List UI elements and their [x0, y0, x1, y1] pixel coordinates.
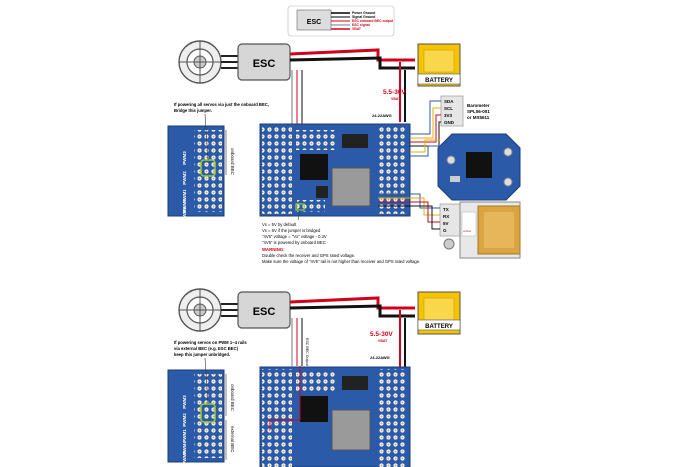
gps-compass-board — [437, 133, 521, 201]
voltage-label-bottom: 5.5-30V — [370, 331, 393, 338]
bottom-section: ESC BATTERY 5.5-30V VBAT 24-22AWG ESC BE… — [167, 288, 461, 467]
servo-header-side-label-onboard: onboard BEC — [230, 384, 235, 412]
gps-pin-g: G — [443, 228, 447, 233]
esc-box-top — [237, 43, 291, 81]
servo-note-bottom-2: via external BEC (e.g. ESC BEC) — [174, 346, 239, 351]
baro-pin-gnd: GND — [444, 120, 455, 125]
legend-esc-box — [296, 9, 332, 31]
voltage-label-top: 5.5-30V — [383, 89, 406, 96]
barometer-label-1: Barometer — [467, 103, 490, 108]
servo-note-top-2: Bridge this jumper. — [174, 108, 212, 113]
servo-header-row-3: PWM1 — [182, 189, 187, 203]
baro-pin-3v3: 3V3 — [444, 113, 453, 118]
servo-header-row-1: PWM3 — [182, 151, 187, 165]
flight-controller-bottom — [259, 366, 411, 467]
note-line-2: Vx = 6V if the jumper is bridged — [262, 228, 321, 233]
barometer-label-2: SPL06-001 — [467, 109, 490, 114]
legend-line-bec-output: ESC onboard BEC output — [352, 19, 394, 23]
servo-header-bottom-row-4: PWM4 — [182, 441, 187, 455]
servo-note-bottom-3: keep this jumper unbridged. — [174, 352, 230, 357]
servo-header-bottom-row-5: PWM5 — [182, 451, 187, 465]
note-line-4: "4V5" is powered by onboard BEC — [262, 240, 326, 245]
legend-esc-label: ESC — [307, 19, 321, 26]
servo-header-row-2: PWM2 — [182, 171, 187, 185]
top-section: ESC BATTERY 5.5-30V VBAT 24-22AWG — [167, 40, 521, 264]
motor-icon — [178, 288, 222, 332]
servo-header-bottom-row-3: PWM1 — [182, 429, 187, 443]
warning-line-2: Make sure the voltage of "4V5" rail is n… — [262, 259, 420, 264]
battery-label-bottom: BATTERY — [425, 324, 453, 330]
gps-module: TX RX 5V G u-blox — [439, 201, 521, 259]
servo-header-bottom-row-1: PWM3 — [182, 395, 187, 409]
esc-label-bottom: ESC — [253, 306, 276, 318]
servo-header-bottom: PWM3 PWM2 PWM1 PWM4 PWM5 onboard BEC ext… — [167, 369, 235, 465]
servo-note-bottom-1: If powering servos on PWM 1~4 rails — [174, 340, 247, 345]
barometer-label-3: or MS5611 — [467, 115, 490, 120]
legend: ESC Power Ground Signal Ground ESC onboa… — [287, 5, 395, 37]
legend-line-power-ground: Power Ground — [352, 11, 375, 15]
esc-label-top: ESC — [253, 58, 276, 70]
gps-brand: u-blox — [463, 229, 472, 233]
servo-header-top: PWM3 PWM2 PWM1 PWM4 PWM5 onboard BEC — [167, 125, 235, 221]
esc-box-bottom — [237, 291, 291, 329]
baro-pin-sda: SDA — [444, 99, 454, 104]
servo-header-row-5: PWM5 — [182, 207, 187, 221]
servo-header-row-4: PWM4 — [182, 199, 187, 213]
servo-note-top-1: If powering all servos via just the onbo… — [174, 102, 269, 107]
servo-header-side-label-external: external BEC — [230, 426, 235, 453]
legend-line-signal-ground: Signal Ground — [352, 15, 375, 19]
motor-icon — [178, 40, 222, 84]
gps-pin-tx: TX — [443, 207, 449, 212]
servo-header-side-label-top: onboard BEC — [230, 148, 235, 176]
gps-pin-5v: 5V — [443, 221, 449, 226]
flight-controller-top — [259, 123, 411, 217]
servo-header-bottom-row-2: PWM2 — [182, 413, 187, 427]
legend-line-vbat: VBAT — [352, 27, 362, 31]
esc-bec-output-label: ESC BEC Output — [305, 338, 309, 366]
voltage-sub-top: VBAT — [391, 97, 401, 101]
awg-label-top: 24-22AWG — [372, 113, 392, 118]
gps-pin-rx: RX — [443, 214, 449, 219]
warning-line-1: Double check the receiver and GPS rated … — [262, 253, 355, 258]
battery-label-top: BATTERY — [425, 78, 453, 84]
warning-title: WARNING: — [262, 247, 285, 252]
barometer-connector: SDA SCL 3V3 GND Barometer SPL06-001 or M… — [440, 95, 490, 127]
voltage-sub-bottom: VBAT — [378, 339, 388, 343]
note-line-1: Vx = 5V by default — [262, 222, 297, 227]
awg-label-bottom: 24-22AWG — [370, 355, 390, 360]
note-line-3: "4V5" voltage = "Vx" voltage - 0.3V — [262, 234, 327, 239]
legend-line-esc-signal: ESC signal — [352, 23, 370, 27]
baro-pin-scl: SCL — [444, 106, 453, 111]
